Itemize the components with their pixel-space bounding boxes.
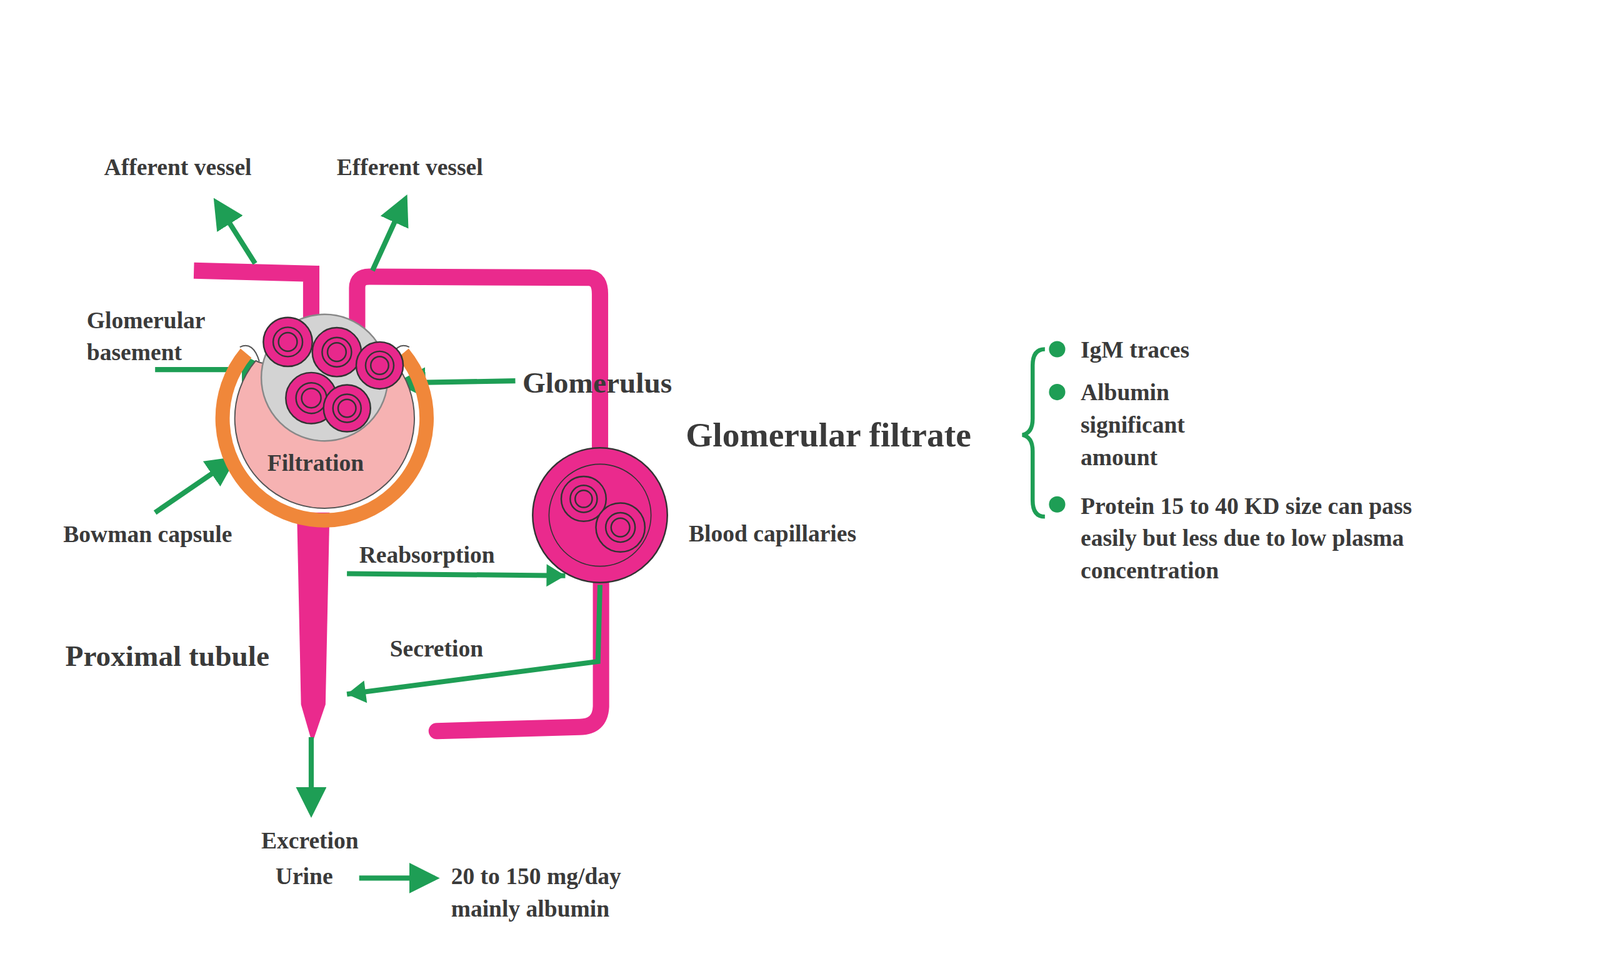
node-label: Blood capillaries [688,517,857,550]
part-label: Urine [275,860,334,893]
node-label: Proximal tubule [65,635,270,677]
part-label: Albumin significant amount [1080,376,1224,474]
part-label: 20 to 150 mg/day mainly albumin [451,860,676,925]
part-label: Protein 15 to 40 KD size can pass easily… [1080,490,1444,587]
capillary-bed: Blood capillaries [530,445,670,585]
bowman-capsule-shape [214,308,435,529]
capillary-circle [530,445,670,585]
part-label: Excretion [261,824,359,857]
bullet-dot [1048,496,1065,513]
bullet-dot [1048,340,1065,357]
part-label: IgM traces [1080,333,1190,367]
curly-brace [1022,348,1045,517]
part-label: Afferent vessel [104,151,252,184]
connector-line [346,585,600,695]
flow-connector [346,585,600,704]
part-label: Bowman capsule [63,518,232,551]
arrow-head [346,680,367,703]
part-label: Glomerular filtrate [685,411,972,460]
leader-arrow [155,459,233,513]
leader-arrow [372,198,405,270]
flow-arrow [308,736,314,813]
leader-arrow [216,201,255,264]
flow-arrow [359,875,435,880]
bullets [1048,340,1065,512]
part-label: Efferent vessel [336,151,484,184]
edge-label: Reabsorption [359,538,495,572]
bullet-dot [1048,383,1065,400]
part-label: Glomerulus [522,362,672,404]
bowman-capsule: Filtration [214,308,435,529]
proximal-tubule [296,512,330,744]
connector-line [346,573,565,576]
edge-label: Secretion [390,632,484,665]
proximal-tubule-box: Proximal tubule [61,540,347,750]
node-label: Filtration [267,446,364,480]
part-label: Glomerular basement [86,304,261,370]
